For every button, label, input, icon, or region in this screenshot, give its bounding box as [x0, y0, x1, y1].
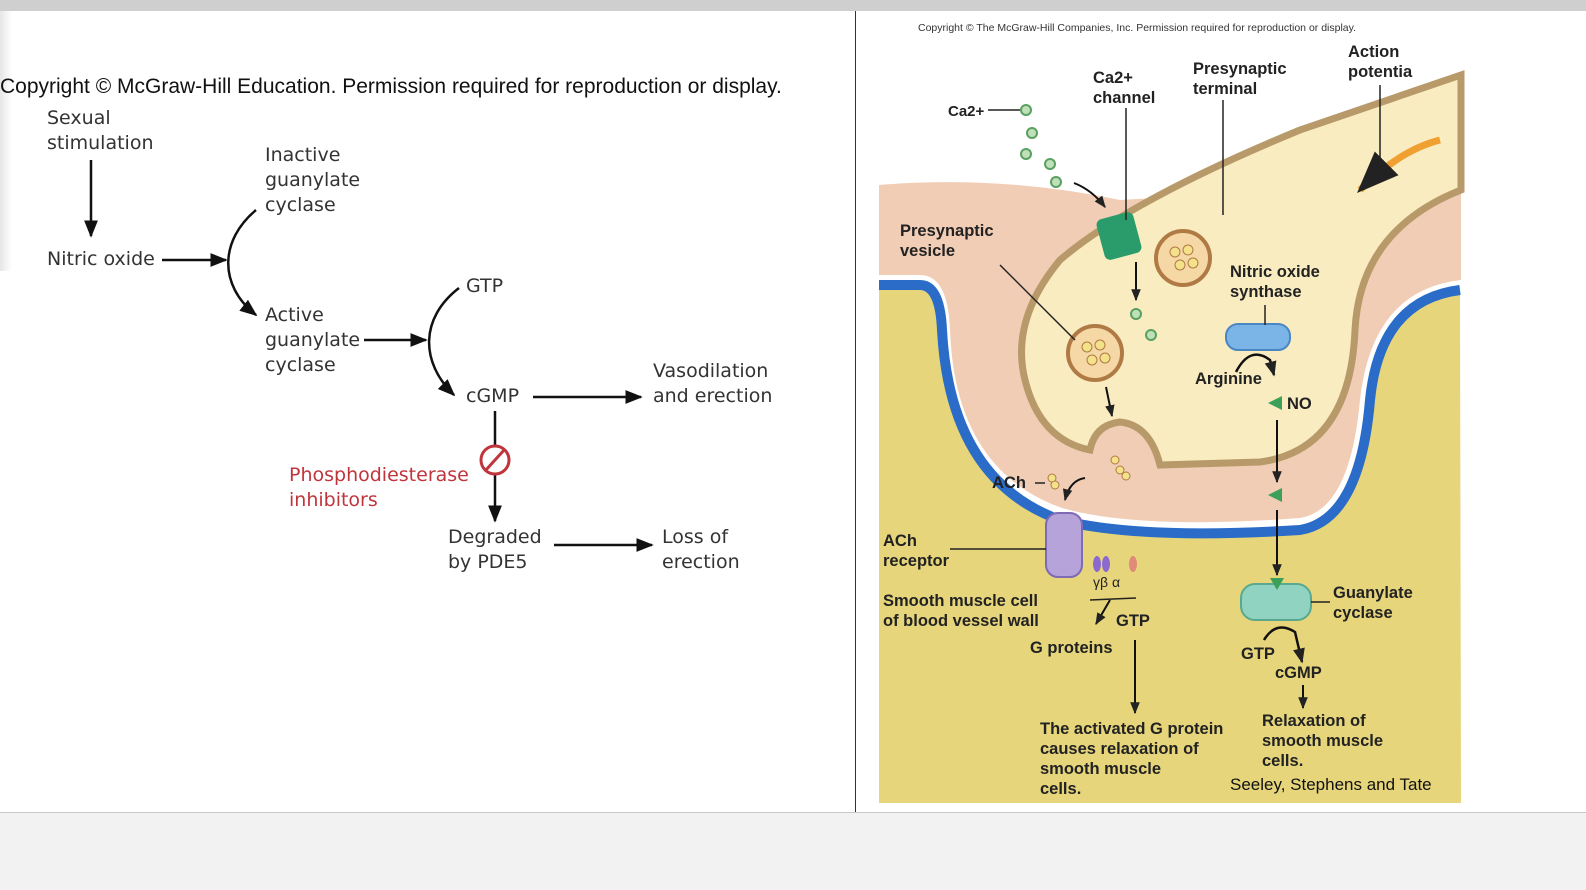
label-cgmp: cGMP	[466, 385, 520, 407]
muscle-cell	[879, 285, 1461, 803]
action-potential-arrow	[1357, 136, 1441, 193]
label-cgmp-2: cGMP	[1275, 664, 1322, 682]
label-guanylate-cyclase: Guanylate cyclase	[1333, 584, 1413, 622]
label-gtp: GTP	[466, 275, 504, 297]
left-edge-shadow	[0, 11, 12, 271]
bottom-divider	[0, 812, 1586, 813]
label-activated-g-protein: The activated G protein causes relaxatio…	[1040, 720, 1224, 798]
bottom-area	[0, 813, 1586, 890]
label-ca-ion: Ca2+	[948, 103, 985, 120]
arrow-gc-activation	[227, 209, 258, 317]
calcium-channel	[1096, 108, 1142, 260]
label-g-proteins: G proteins	[1030, 639, 1113, 657]
top-bar	[0, 0, 1586, 11]
calcium-ions	[1020, 104, 1157, 341]
muscle-membrane	[879, 280, 1461, 539]
label-ach: ACh	[992, 474, 1026, 492]
label-gtp-2: GTP	[1241, 645, 1275, 663]
label-vasodilation: Vasodilation and erection	[653, 360, 773, 407]
arrow-gtp-to-cgmp	[427, 287, 460, 397]
copyright-notice-right: Copyright © The McGraw-Hill Companies, I…	[918, 22, 1357, 34]
label-ca-channel: Ca2+ channel	[1093, 69, 1156, 107]
ach-receptor	[1045, 512, 1083, 578]
vesicle-1	[1154, 229, 1212, 287]
label-gtp-1: GTP	[1116, 612, 1150, 630]
guanylate-cyclase-enzyme	[1240, 583, 1312, 621]
label-loss: Loss of erection	[662, 526, 740, 573]
label-relaxation: Relaxation of smooth muscle cells.	[1262, 712, 1384, 770]
label-nitric-oxide: Nitric oxide	[47, 248, 155, 270]
label-smooth-muscle: Smooth muscle cell of blood vessel wall	[883, 592, 1039, 630]
inhibition-icon	[479, 444, 511, 476]
label-presynaptic-terminal: Presynaptic terminal	[1193, 60, 1287, 98]
left-figure-panel	[0, 11, 855, 812]
no-synthase-enzyme	[1225, 323, 1291, 351]
label-degraded: Degraded by PDE5	[448, 526, 542, 573]
label-active-gc: Active guanylate cyclase	[265, 304, 361, 376]
presynaptic-terminal	[1018, 70, 1465, 469]
copyright-notice-left: Copyright © McGraw-Hill Education. Permi…	[0, 75, 782, 98]
panel-divider	[855, 11, 856, 812]
credit-line: Seeley, Stephens and Tate	[1230, 775, 1432, 794]
label-no: NO	[1287, 395, 1312, 413]
label-arginine: Arginine	[1195, 370, 1262, 388]
label-g-subunits: γβ α	[1093, 574, 1121, 590]
no-molecule	[1268, 396, 1282, 410]
label-action-potential: Action potentia	[1348, 43, 1413, 81]
label-ach-receptor: ACh receptor	[883, 532, 950, 570]
label-sexual-stimulation: Sexual stimulation	[47, 107, 154, 154]
label-pde-inhibitors: Phosphodiesterase inhibitors	[289, 464, 469, 511]
g-protein-subunits	[1093, 556, 1137, 572]
synapse-illustration	[879, 70, 1465, 803]
label-presynaptic-vesicle: Presynaptic vesicle	[900, 222, 994, 260]
vesicle-2	[1066, 324, 1124, 382]
label-inactive-gc: Inactive guanylate cyclase	[265, 144, 361, 216]
label-no-synthase: Nitric oxide synthase	[1230, 263, 1320, 301]
